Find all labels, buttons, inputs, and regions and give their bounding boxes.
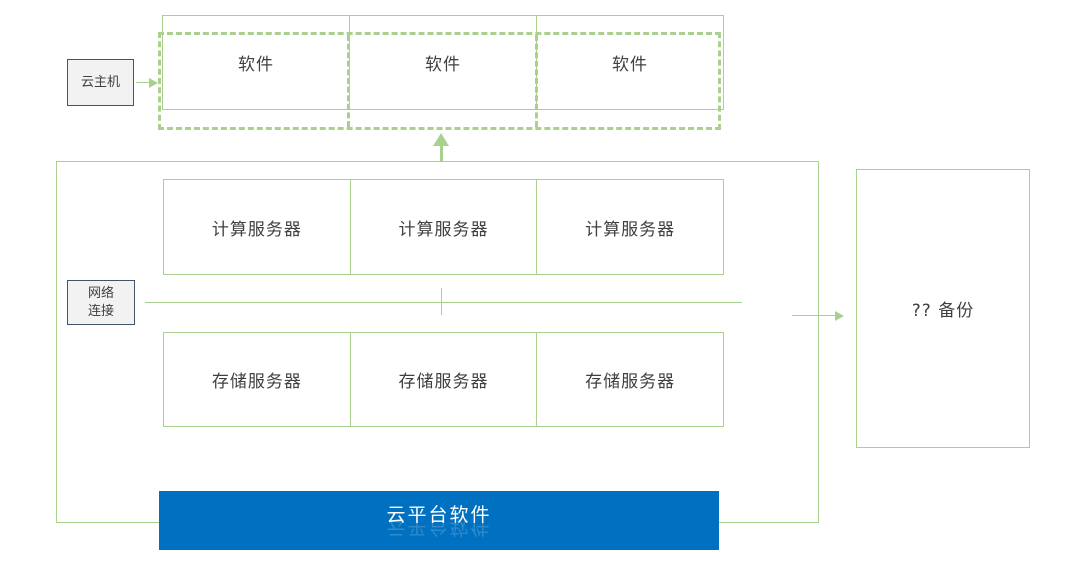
software-row: 软件 软件 软件 (162, 15, 724, 110)
platform-label: 云平台软件 (386, 503, 492, 526)
compute-server-box-3: 计算服务器 (536, 180, 723, 274)
cloud-host-arrow-icon (149, 78, 158, 88)
backup-arrow-line (792, 315, 836, 316)
software-box-1-label: 软件 (238, 55, 274, 75)
dashed-divider-1 (347, 35, 350, 127)
cloud-host-box: 云主机 (67, 59, 134, 106)
compute-server-1-label: 计算服务器 (211, 219, 302, 240)
storage-server-3-label: 存储服务器 (585, 372, 676, 392)
software-row-dashed-outline (158, 32, 721, 130)
network-label-line1: 网络 (87, 285, 114, 301)
software-box-3-label: 软件 (612, 55, 648, 75)
up-arrow-icon (433, 133, 449, 146)
storage-server-1-label: 存储服务器 (211, 372, 302, 392)
cloud-host-label: 云主机 (80, 74, 120, 90)
compute-server-box-1: 计算服务器 (164, 180, 350, 274)
compute-server-3-label: 计算服务器 (585, 219, 676, 240)
compute-server-row: 计算服务器 计算服务器 计算服务器 (163, 179, 724, 275)
network-bus-line (145, 302, 742, 303)
network-bus-tick (441, 288, 442, 315)
network-connection-box: 网络 连接 (67, 280, 135, 325)
backup-arrow-icon (835, 311, 844, 321)
compute-server-2-label: 计算服务器 (398, 219, 489, 240)
network-label-line2: 连接 (87, 303, 114, 319)
compute-server-box-2: 计算服务器 (349, 180, 537, 274)
backup-label: ?? 备份 (911, 301, 975, 321)
storage-server-box-2: 存储服务器 (349, 333, 537, 426)
storage-server-box-3: 存储服务器 (536, 333, 723, 426)
storage-server-box-1: 存储服务器 (164, 333, 350, 426)
software-box-1: 软件 (163, 16, 349, 109)
cloud-host-arrow-line (136, 82, 150, 83)
backup-box: ?? 备份 (856, 169, 1030, 448)
platform-bar: 云平台软件 云平台软件 (159, 491, 719, 550)
up-arrow-stem (440, 145, 443, 161)
dashed-divider-2 (535, 35, 538, 127)
platform-label-reflection: 云平台软件 (386, 515, 492, 538)
software-box-2-label: 软件 (425, 55, 461, 75)
storage-server-2-label: 存储服务器 (398, 372, 489, 392)
storage-server-row: 存储服务器 存储服务器 存储服务器 (163, 332, 724, 427)
